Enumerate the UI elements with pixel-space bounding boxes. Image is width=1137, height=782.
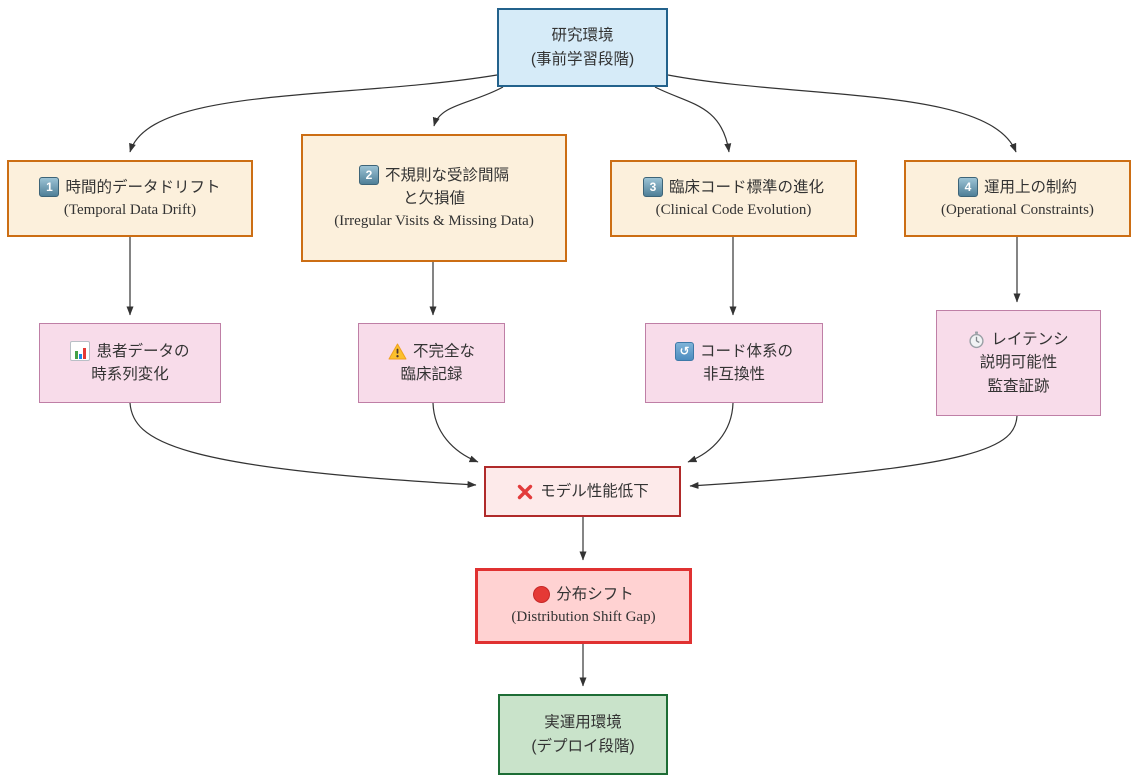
node-label: 分布シフト: [556, 586, 634, 604]
node-code-incompatibility: ↺ コード体系の 非互換性: [645, 323, 823, 403]
red-circle-icon: [533, 586, 551, 604]
stopwatch-icon: [968, 331, 985, 349]
keycap-3-icon: 3: [642, 177, 663, 198]
node-production-environment: 実運用環境 (デプロイ段階): [498, 694, 668, 775]
node-clinical-code-evolution: 3 臨床コード標準の進化 (Clinical Code Evolution): [610, 160, 857, 237]
node-incomplete-records: 不完全な 臨床記録: [358, 323, 505, 403]
edge-research-codes: [654, 86, 732, 153]
node-label: 時系列変化: [91, 366, 169, 383]
keycap-4-icon: 4: [957, 177, 978, 198]
edge-patient-degradation: [129, 402, 477, 489]
edge-latency-degradation: [689, 415, 1018, 489]
node-research-environment: 研究環境 (事前学習段階): [497, 8, 668, 87]
node-label: 説明可能性: [979, 354, 1058, 372]
bar-chart-icon: [70, 341, 91, 362]
keycap-2-icon: 2: [358, 165, 379, 186]
node-label: レイテンシ: [991, 331, 1069, 349]
node-sublabel: (Distribution Shift Gap): [511, 609, 656, 626]
node-distribution-shift: 分布シフト (Distribution Shift Gap): [475, 568, 692, 644]
node-label: コード体系の: [699, 342, 793, 360]
node-sublabel: (Temporal Data Drift): [63, 201, 197, 218]
node-operational-constraints: 4 運用上の制約 (Operational Constraints): [904, 160, 1131, 237]
node-label: 不規則な受診間隔: [384, 166, 509, 184]
node-label: 患者データの: [96, 342, 190, 360]
sync-arrows-icon: ↺: [674, 341, 694, 361]
node-label: 時間的データドリフト: [65, 178, 221, 196]
warning-icon: [388, 343, 407, 360]
node-label: 監査証跡: [987, 377, 1050, 395]
edge-research-drift: [129, 74, 498, 153]
node-label: モデル性能低下: [540, 482, 649, 500]
node-label: 臨床コード標準の進化: [668, 178, 824, 196]
node-label: 研究環境: [551, 27, 614, 45]
node-model-degradation: モデル性能低下: [484, 466, 681, 517]
node-patient-data-change: 患者データの 時系列変化: [39, 323, 221, 403]
edge-incompat-degradation: [687, 402, 734, 463]
edge-records-degradation: [432, 402, 479, 463]
node-label: と欠損値: [402, 189, 465, 207]
node-label: 不完全な: [412, 342, 475, 360]
node-latency-explainability-audit: レイテンシ 説明可能性 監査証跡: [936, 310, 1101, 416]
node-label: (事前学習段階): [530, 50, 635, 68]
node-label: (デプロイ段階): [531, 737, 635, 755]
edge-research-ops: [667, 74, 1017, 153]
node-label: 臨床記録: [400, 366, 463, 383]
node-sublabel: (Operational Constraints): [941, 201, 1094, 218]
node-label: 運用上の制約: [983, 178, 1077, 196]
node-temporal-data-drift: 1 時間的データドリフト (Temporal Data Drift): [7, 160, 253, 237]
node-sublabel: (Irregular Visits & Missing Data): [334, 213, 534, 229]
node-label: 非互換性: [702, 366, 765, 383]
cross-mark-icon: [516, 483, 534, 501]
node-irregular-visits: 2 不規則な受診間隔 と欠損値 (Irregular Visits & Miss…: [301, 134, 567, 262]
edge-research-visits: [432, 86, 504, 127]
keycap-1-icon: 1: [39, 177, 60, 198]
node-label: 実運用環境: [544, 714, 622, 732]
node-sublabel: (Clinical Code Evolution): [655, 201, 812, 218]
